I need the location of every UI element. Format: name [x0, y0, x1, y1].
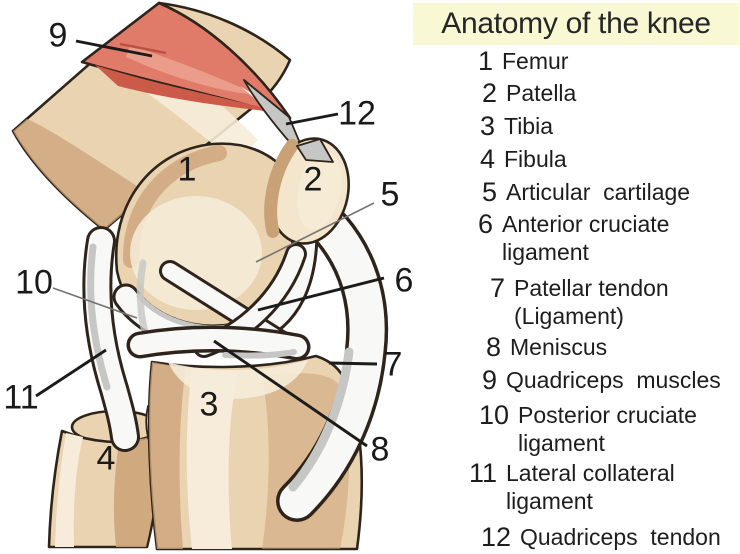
legend-label: Lateral collateral [506, 460, 675, 486]
figure-label-3: 3 [199, 385, 219, 424]
figure-label-1: 1 [177, 150, 197, 189]
femur-condyle-shape [114, 142, 312, 334]
legend-label: Posterior cruciate [518, 402, 697, 428]
legend-item-12: 12 Quadriceps tendon [469, 523, 739, 552]
legend-label: Femur [502, 48, 569, 74]
legend-item-1: 1 Femur [451, 47, 739, 76]
legend-label: Anterior cruciate [502, 211, 670, 237]
legend-number: 1 [477, 46, 493, 76]
fibula-shape [47, 409, 162, 549]
figure-label-9: 9 [48, 16, 68, 55]
legend-number: 11 [468, 458, 497, 488]
leader-line [35, 348, 107, 398]
legend-number: 8 [485, 332, 501, 362]
meniscus-shape [126, 325, 311, 361]
figure-label-2: 2 [303, 160, 323, 199]
legend-item-4: 4 Fibula [453, 145, 739, 174]
legend-label: Tibia [504, 113, 553, 139]
figure-label-4: 4 [96, 439, 116, 478]
legend-label: ligament [518, 430, 605, 456]
legend-number: 2 [481, 78, 497, 108]
leader-line [328, 361, 378, 366]
legend-number: 9 [481, 365, 497, 395]
diagram-title: Anatomy of the knee [413, 3, 739, 45]
lateral-collateral-ligament-shape [82, 226, 140, 452]
leader-line [213, 339, 368, 448]
legend-label: ligament [506, 488, 593, 514]
figure-label-8: 8 [370, 430, 390, 469]
legend-number: 12 [480, 522, 511, 552]
legend-label: Meniscus [510, 334, 608, 360]
patellar-tendon-shape [276, 208, 389, 522]
legend-item-3: 3 Tibia [453, 112, 739, 141]
leader-line [75, 39, 153, 58]
figure-label-12: 12 [338, 94, 376, 133]
legend-number: 6 [477, 209, 493, 239]
legend-item-7: 7 Patellar tendon(Ligament) [463, 273, 739, 330]
figure-label-11: 11 [3, 378, 39, 417]
leader-line [257, 276, 385, 312]
legend-item-8: 8 Meniscus [459, 333, 739, 362]
leader-line [52, 287, 138, 319]
legend-number: 10 [478, 400, 509, 430]
legend-label: Fibula [504, 146, 567, 172]
legend-label: ligament [502, 239, 589, 265]
leader-line [255, 202, 375, 263]
legend-label: Patella [506, 80, 577, 106]
legend-label: (Ligament) [514, 303, 624, 329]
legend-label: Articular cartilage [506, 179, 691, 205]
legend-label: Quadriceps tendon [520, 524, 721, 550]
legend-item-5: 5 Articular cartilage [455, 178, 739, 207]
figure-label-10: 10 [15, 263, 53, 302]
legend-number: 5 [481, 177, 497, 207]
patella-shape [264, 137, 351, 245]
legend-item-9: 9 Quadriceps muscles [455, 366, 739, 395]
figure-label-7: 7 [383, 345, 403, 384]
legend-number: 7 [489, 273, 505, 303]
legend-number: 3 [479, 111, 495, 141]
leader-line [285, 112, 339, 126]
legend-label: Quadriceps muscles [506, 367, 721, 393]
legend-label: Patellar tendon [514, 275, 669, 301]
legend-item-2: 2 Patella [455, 79, 739, 108]
figure-label-5: 5 [380, 175, 400, 214]
leader-lines [35, 39, 385, 448]
legend-number: 4 [479, 144, 495, 174]
patella-tendon-junction [296, 138, 334, 163]
figure-label-6: 6 [394, 261, 414, 300]
